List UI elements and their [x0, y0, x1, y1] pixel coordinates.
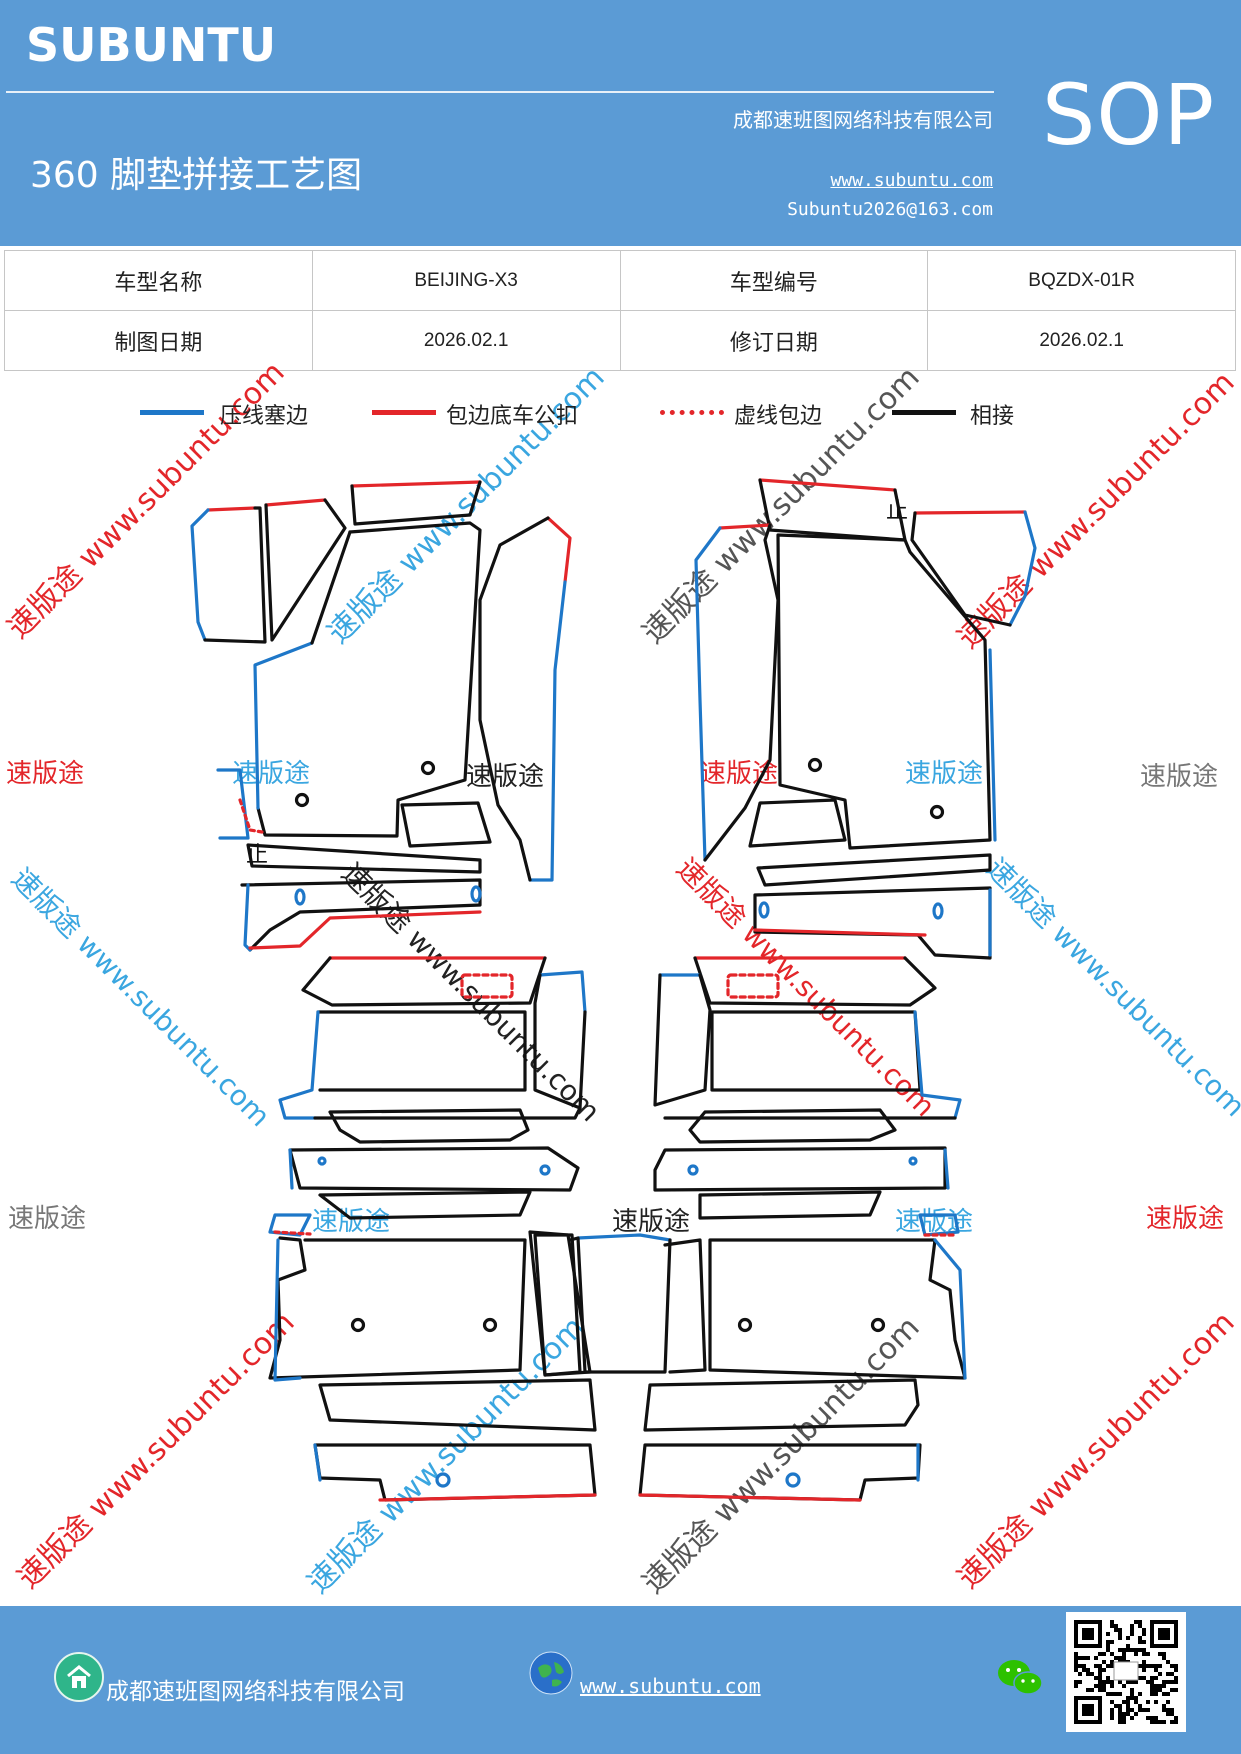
mat-front-right: 止: [694, 478, 1037, 960]
watermark-diagonal: 速版途 www.subuntu.com: [301, 1310, 592, 1601]
globe-icon: [528, 1650, 574, 1696]
watermark-brand: 速版途: [700, 759, 778, 789]
legend-swatch-blue: [140, 410, 204, 415]
watermark-diagonal: 速版途 www.subuntu.com: [951, 1305, 1241, 1596]
header-website-link[interactable]: www.subuntu.com: [830, 170, 993, 191]
watermark-brand: 速版途: [232, 759, 310, 789]
vehicle-info-table: 车型名称 BEIJING-X3 车型编号 BQZDX-01R 制图日期 2026…: [4, 250, 1236, 371]
table-cell-label: 制图日期: [4, 310, 313, 371]
table-cell-label: 车型编号: [619, 250, 929, 311]
legend-swatch-black: [892, 410, 956, 415]
legend-label: 相接: [970, 404, 1015, 429]
page-title: 360 脚垫拼接工艺图: [30, 155, 363, 196]
watermark-brand: 速版途: [8, 1204, 86, 1234]
mat-pieces: 止 止: [190, 478, 1037, 1502]
table-cell-label: 车型名称: [4, 250, 313, 311]
watermark-brand: 速版途: [312, 1207, 390, 1237]
mat-rear-right: [638, 956, 967, 1502]
qr-code[interactable]: [1066, 1612, 1186, 1732]
stop-mark: 止: [886, 499, 908, 524]
header-divider: [6, 91, 994, 93]
mat-front-left: 止: [190, 480, 572, 952]
table-cell-value: 2026.02.1: [927, 310, 1236, 371]
watermark-diagonal: 速版途 www.subuntu.com: [11, 1305, 302, 1596]
watermark-brand: 速版途: [612, 1207, 690, 1237]
mat-rear-left: [268, 956, 597, 1502]
watermark-diagonal: 速版途 www.subuntu.com: [5, 862, 277, 1134]
legend-swatch-red: [372, 410, 436, 415]
watermark-brand: 速版途: [905, 759, 983, 789]
footer-banner: 成都速班图网络科技有限公司 www.subuntu.com: [0, 1606, 1241, 1754]
watermark-diagonal: 速版途 www.subuntu.com: [980, 852, 1241, 1124]
table-cell-value: BQZDX-01R: [927, 250, 1236, 311]
wechat-icon: [996, 1656, 1044, 1700]
mat-center-tunnel: [528, 1230, 707, 1377]
legend: 压线塞边 包边底车公扣 虚线包边 相接: [140, 398, 1040, 432]
table-row: 车型名称 BEIJING-X3 车型编号 BQZDX-01R: [4, 250, 1236, 311]
legend-label: 包边底车公扣: [446, 404, 579, 429]
watermark-brand: 速版途: [1140, 762, 1218, 792]
legend-label: 虚线包边: [734, 404, 823, 429]
watermark-brand: 速版途: [895, 1207, 973, 1237]
watermark-brand: 速版途: [6, 759, 84, 789]
doc-type-label: SOP: [1042, 66, 1216, 164]
legend-swatch-red-dotted: [660, 410, 724, 415]
watermark-diagonal: 速版途 www.subuntu.com: [636, 1310, 927, 1601]
watermark-diagonal: 速版途 www.subuntu.com: [335, 857, 607, 1129]
table-cell-value: BEIJING-X3: [311, 250, 621, 311]
header-email: Subuntu2026@163.com: [787, 199, 993, 220]
floor-mat-diagram: 速版途 www.subuntu.com 速版途 www.subuntu.com …: [1, 360, 1241, 1601]
house-icon: [54, 1652, 104, 1702]
watermark-layer: 速版途 www.subuntu.com 速版途 www.subuntu.com …: [1, 360, 1241, 1601]
watermark-brand: 速版途: [466, 762, 544, 792]
footer-website-link[interactable]: www.subuntu.com: [580, 1674, 761, 1698]
watermark-brand: 速版途: [1146, 1204, 1224, 1234]
brand-logo: SUBUNTU: [26, 18, 277, 72]
legend-label: 压线塞边: [220, 404, 309, 429]
table-row: 制图日期 2026.02.1 修订日期 2026.02.1: [4, 310, 1236, 371]
table-cell-value: 2026.02.1: [311, 310, 621, 371]
header-company: 成都速班图网络科技有限公司: [733, 108, 993, 132]
stop-mark: 止: [246, 843, 268, 868]
header-banner: SUBUNTU 成都速班图网络科技有限公司 SOP 360 脚垫拼接工艺图 ww…: [0, 0, 1241, 246]
footer-company: 成都速班图网络科技有限公司: [106, 1679, 405, 1705]
